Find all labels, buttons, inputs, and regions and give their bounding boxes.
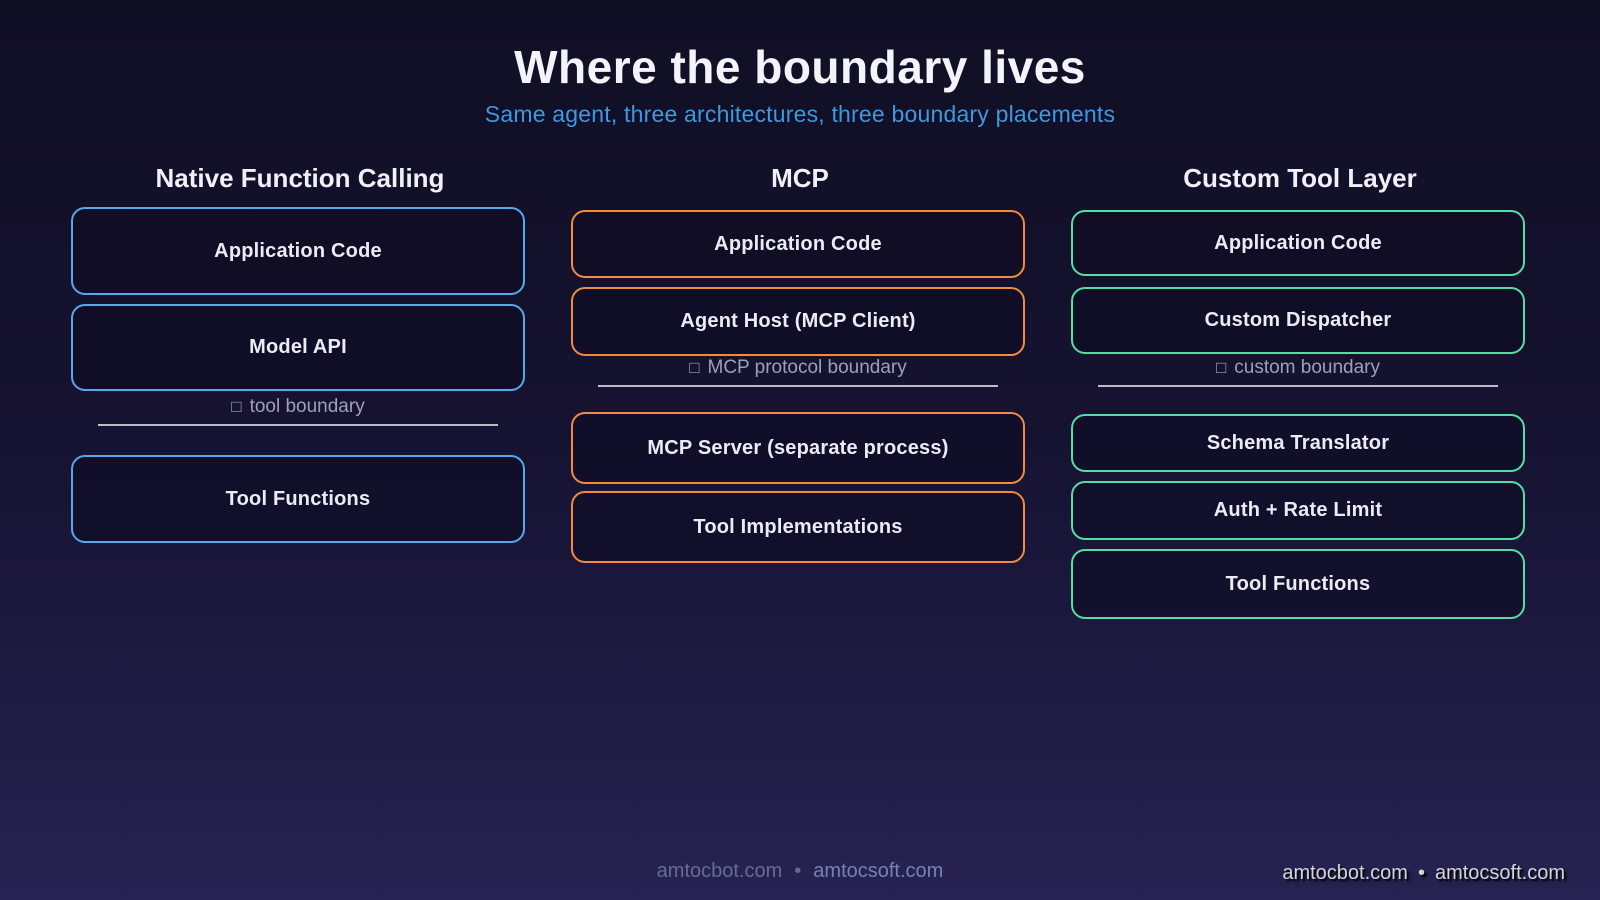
box-label: Custom Dispatcher [1204,309,1392,331]
boundary-label-row: □ custom boundary [1098,357,1498,379]
box-application-code: Application Code [571,210,1025,278]
boundary-line [598,385,998,387]
box-model-api: Model API [71,304,525,391]
boundary-box-icon: □ [689,358,700,377]
boundary-box-icon: □ [1215,358,1227,377]
page-subtitle: Same agent, three architectures, three b… [484,101,1116,127]
box-tool-implementations: Tool Implementations [571,491,1025,563]
column-heading-custom: Custom Tool Layer [1183,163,1417,193]
header: Where the boundary lives Same agent, thr… [0,0,1600,128]
box-label: MCP Server (separate process) [647,436,949,459]
boundary-label: custom boundary [1234,357,1381,378]
box-label: Tool Functions [225,487,371,510]
box-custom-dispatcher: Custom Dispatcher [1071,287,1525,354]
box-schema-translator: Schema Translator [1071,414,1525,472]
watermark-domains: amtocbot.com • amtocsoft.com [1282,862,1565,885]
box-mcp-server: MCP Server (separate process) [571,412,1025,484]
box-label: Application Code [714,232,882,255]
column-heading-native: Native Function Calling [155,163,445,193]
boundary-label-row: □ tool boundary [98,396,498,418]
boundary-box-icon: □ [231,397,242,416]
boundary-divider-custom: □ custom boundary [1098,357,1498,387]
boundary-divider-tool: □ tool boundary [98,396,498,426]
column-native-function-calling: Native Function Calling Application Code… [71,0,529,660]
box-application-code: Application Code [1071,210,1525,276]
box-auth-rate-limit: Auth + Rate Limit [1071,481,1525,540]
boundary-line [98,424,498,426]
boundary-line [1098,385,1498,387]
page-title: Where the boundary lives [514,41,1086,93]
watermark-separator-dot: • [1417,862,1425,884]
box-label: Auth + Rate Limit [1213,499,1383,521]
watermark-domain-right: amtocsoft.com [1434,862,1565,884]
box-label: Application Code [1214,231,1382,254]
box-tool-functions: Tool Functions [1071,549,1525,619]
box-label: Application Code [214,239,382,262]
box-label: Agent Host (MCP Client) [680,310,916,332]
box-label: Schema Translator [1206,431,1390,454]
box-label: Tool Implementations [693,515,903,538]
column-custom-tool-layer: Custom Tool Layer Application Code Custo… [1071,0,1529,660]
boundary-label: tool boundary [249,396,365,417]
box-tool-functions: Tool Functions [71,455,525,543]
boundary-label: MCP protocol boundary [707,357,907,378]
footer-separator-dot: • [794,860,802,882]
column-mcp: MCP Application Code Agent Host (MCP Cli… [571,0,1029,660]
column-heading-mcp: MCP [771,163,829,193]
box-agent-host-mcp-client: Agent Host (MCP Client) [571,287,1025,356]
boundary-label-row: □ MCP protocol boundary [598,357,998,379]
footer-domain-left: amtocbot.com [656,860,783,882]
footer-domains: amtocbot.com • amtocsoft.com [0,860,1600,883]
footer-domain-right: amtocsoft.com [813,860,944,882]
box-application-code: Application Code [71,207,525,295]
boundary-divider-mcp-protocol: □ MCP protocol boundary [598,357,998,387]
box-label: Model API [249,336,347,358]
watermark-domain-left: amtocbot.com [1282,862,1408,884]
box-label: Tool Functions [1225,572,1371,595]
